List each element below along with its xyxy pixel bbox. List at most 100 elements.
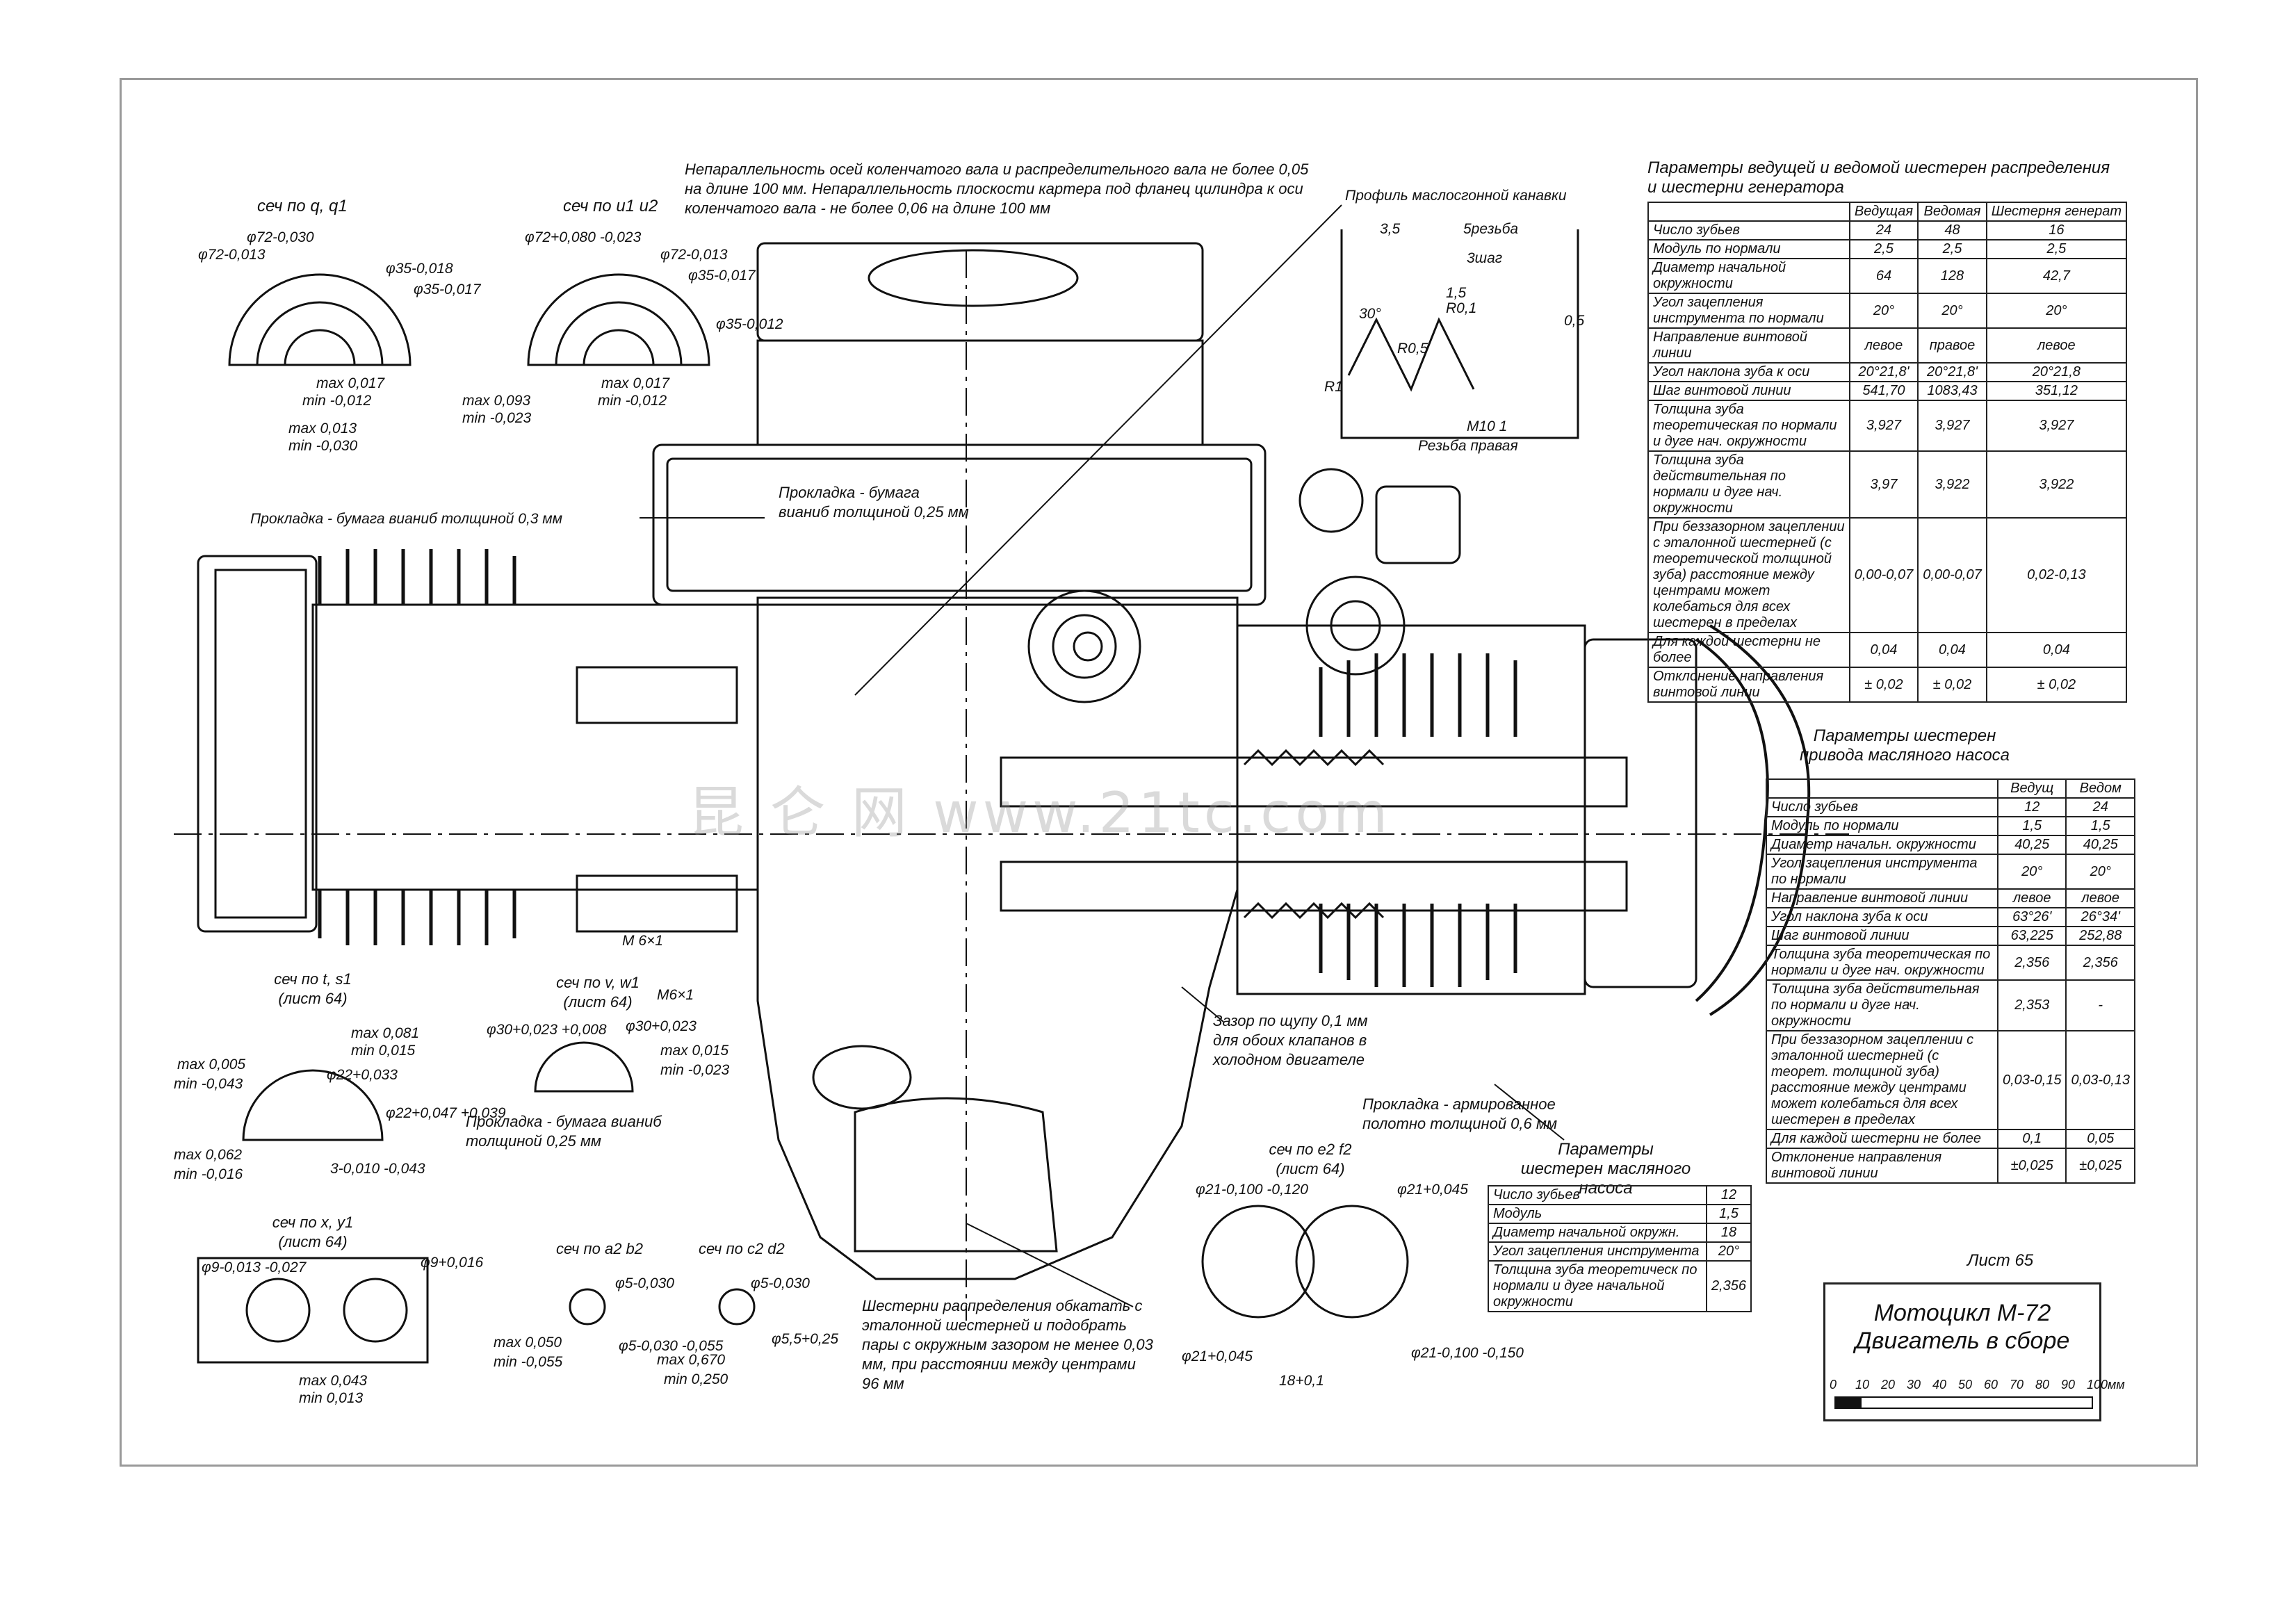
- table-cell: 42,7: [1985, 258, 2128, 294]
- table-cell: 2,356: [1996, 945, 2067, 981]
- table-row-label: Толщина зуба теоретическая по нормали и …: [1766, 945, 1998, 981]
- scale-tick-label: 50: [1958, 1378, 1973, 1392]
- dim: φ35-0,017: [688, 268, 756, 284]
- table-cell: 20°21,8': [1848, 362, 1919, 382]
- table-cell: 0,04: [1917, 632, 1987, 668]
- table-cell: 0,02-0,13: [1985, 517, 2128, 633]
- valve-spring-lower: [1243, 902, 1385, 920]
- table-row-label: Для каждой шестерни не более: [1647, 632, 1850, 668]
- table-cell: левое: [1985, 327, 2128, 364]
- section-cd-title: сеч по c2 d2: [699, 1240, 785, 1257]
- sheet-number: Лист 65: [1967, 1251, 2034, 1270]
- scale-tick-label: 30: [1907, 1378, 1921, 1392]
- table-cell: 3,922: [1917, 450, 1987, 519]
- table-row: Отклонение направления винтовой линии±0,…: [1766, 1148, 2135, 1184]
- label-m6b: М6×1: [657, 987, 694, 1003]
- section-ef-gear-right: [1295, 1205, 1409, 1319]
- table-cell: ±0,025: [2065, 1148, 2135, 1184]
- dim: φ5-0,030: [615, 1275, 674, 1291]
- dim: φ72-0,013: [198, 247, 266, 263]
- table-cell: левое: [1996, 888, 2067, 908]
- dim: max 0,017: [601, 375, 670, 391]
- dim: min -0,023: [660, 1062, 730, 1078]
- table-cell: -: [2065, 979, 2135, 1031]
- table-cell: 16: [1985, 220, 2128, 240]
- scale-tick-label: 80: [2035, 1378, 2050, 1392]
- label-gasket-sump: Прокладка - бумага вианиб толщиной 0,25 …: [466, 1113, 662, 1150]
- note-parallelism: Непараллельность осей коленчатого вала и…: [685, 161, 1309, 217]
- table-row-label: Шаг винтовой линии: [1766, 926, 1998, 946]
- table-row-label: Модуль по нормали: [1647, 239, 1850, 259]
- cooling-fins-left: [318, 549, 516, 945]
- table-cell: левое: [2065, 888, 2135, 908]
- title-line-1: Мотоцикл М-72: [1873, 1300, 2051, 1326]
- dim: min -0,016: [174, 1166, 243, 1182]
- crankshaft-upper: [1000, 756, 1628, 808]
- dim: max 0,043: [299, 1373, 368, 1389]
- table-row-label: Шаг винтовой линии: [1647, 381, 1850, 401]
- dim: φ9+0,016: [421, 1255, 484, 1271]
- table-header-cell: Шестерня генерат: [1985, 202, 2128, 222]
- table-header-cell: Ведущ: [1996, 778, 2067, 799]
- table-cell: 1,5: [1705, 1204, 1752, 1224]
- table-cell: 2,5: [1917, 239, 1987, 259]
- cylinder-head-body: [756, 339, 1204, 446]
- dim: min -0,012: [598, 393, 667, 409]
- table-cell: 0,04: [1985, 632, 2128, 668]
- dim: min 0,015: [351, 1043, 416, 1059]
- label-valve-gap: Зазор по щупу 0,1 мм для обоих клапанов …: [1213, 1012, 1368, 1068]
- table-row: Толщина зуба действительная по нормали и…: [1766, 979, 2135, 1031]
- table-cell: ± 0,02: [1848, 667, 1919, 703]
- table-row-label: Угол зацепления инструмента: [1488, 1241, 1707, 1262]
- scale-tick-label: 70: [2010, 1378, 2024, 1392]
- table-row-label: При беззазорном зацеплении с эталонной ш…: [1766, 1030, 1998, 1130]
- table-row-label: Число зубьев: [1488, 1185, 1707, 1205]
- table-cell: 3,922: [1985, 450, 2128, 519]
- table-cell: 1,5: [2065, 816, 2135, 836]
- dim: 0,5: [1564, 313, 1585, 329]
- scale-tick-label: 40: [1932, 1378, 1947, 1392]
- watermark: 昆 仑 网 www.21tc.com: [688, 781, 1392, 845]
- scale-tick-label: 100мм: [2087, 1378, 2125, 1392]
- table-row: Толщина зуба действительная по нормали и…: [1647, 450, 2128, 519]
- camshaft-gear: [1027, 589, 1141, 703]
- section-ts-title: сеч по t, s1 (лист 64): [274, 970, 352, 1007]
- table-row: При беззазорном зацеплении с эталонной ш…: [1647, 517, 2128, 633]
- section-cd-view: [718, 1288, 756, 1326]
- table-cell: 48: [1917, 220, 1987, 240]
- title-line-2: Двигатель в сборе: [1855, 1328, 2070, 1354]
- section-ef-title: сеч по e2 f2 (лист 64): [1269, 1141, 1352, 1177]
- table-cell: 20°: [1848, 293, 1919, 329]
- table-row: Отклонение направления винтовой линии± 0…: [1647, 667, 2128, 703]
- carburettor-bowl: [1375, 485, 1461, 564]
- table-cell: правое: [1917, 327, 1987, 364]
- dim: φ30+0,023 +0,008: [487, 1022, 607, 1038]
- table-cell: 63,225: [1996, 926, 2067, 946]
- dim: φ22+0,033: [327, 1067, 398, 1083]
- table-row: При беззазорном зацеплении с эталонной ш…: [1766, 1030, 2135, 1130]
- dim: min -0,055: [494, 1354, 563, 1370]
- title-block: Мотоцикл М-72 Двигатель в сборе: [1823, 1282, 2101, 1421]
- dim: min -0,043: [174, 1076, 243, 1092]
- table-cell: 26°34': [2065, 907, 2135, 927]
- starter-gear: [1305, 576, 1406, 676]
- section-uu-view: [527, 273, 710, 366]
- table-cell: 20°21,8: [1985, 362, 2128, 382]
- dim: φ21+0,045: [1182, 1348, 1253, 1364]
- table-row-label: Толщина зуба действительная по нормали и…: [1766, 979, 1998, 1031]
- table-header-cell: Ведущая: [1848, 202, 1919, 222]
- table-cell: 3,927: [1848, 400, 1919, 452]
- dim: φ72+0,080 -0,023: [525, 229, 642, 245]
- section-ab-view: [569, 1288, 606, 1326]
- table-row-label: При беззазорном зацеплении с эталонной ш…: [1647, 517, 1850, 633]
